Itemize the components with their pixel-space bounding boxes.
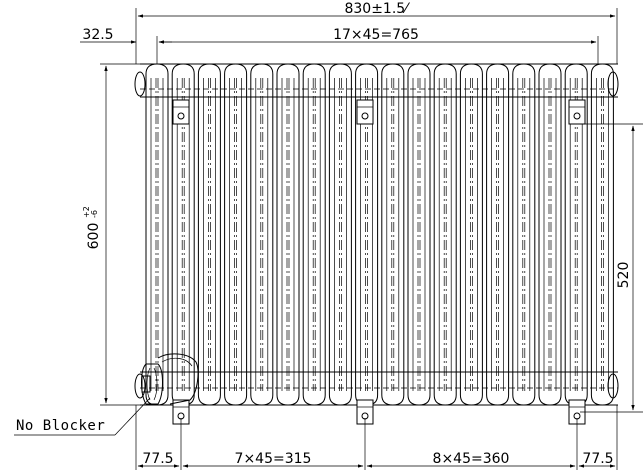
- wall-bracket: [568, 399, 586, 425]
- radiator-column: [145, 63, 169, 406]
- radiator-column: [328, 63, 352, 406]
- bottom-left-edge-label: 77.5: [142, 451, 173, 467]
- height-tol-upper: +2: [82, 206, 91, 218]
- no-blocker-valve: [141, 353, 199, 405]
- height-tol-lower: -6: [90, 210, 99, 218]
- radiator-column: [276, 63, 300, 406]
- dimension-left-offset: 32.5: [80, 27, 172, 64]
- radiator-column: [459, 63, 483, 406]
- dimension-bottom-chain: 77.5 7×45=315 8×45=360 77.5: [135, 405, 618, 470]
- radiator-column: [538, 63, 562, 406]
- end-cap: [607, 71, 619, 97]
- bottom-right-edge-label: 77.5: [582, 451, 613, 467]
- radiator-body: [134, 63, 619, 406]
- radiator-column: [224, 63, 248, 406]
- bottom-segment-2-label: 8×45=360: [433, 451, 510, 467]
- bottom-segment-1-label: 7×45=315: [235, 451, 312, 467]
- height-left-label: 600: [86, 223, 102, 250]
- radiator-column: [512, 63, 536, 406]
- radiator-column: [381, 63, 405, 406]
- radiator-column: [197, 63, 221, 406]
- no-blocker-label: No Blocker: [16, 418, 105, 434]
- radiator-column: [250, 63, 274, 406]
- pitch-total-label: 17×45=765: [333, 27, 419, 43]
- dimension-height-left: 600 +2 -6: [82, 63, 140, 406]
- dimension-overall-width: 830±1.5⁄: [135, 1, 618, 64]
- radiator-column: [486, 63, 510, 406]
- wall-bracket: [568, 99, 586, 125]
- wall-bracket: [172, 99, 190, 125]
- radiator-column: [590, 63, 614, 406]
- radiator-column: [302, 63, 326, 406]
- overall-width-label: 830±1.5⁄: [344, 1, 410, 17]
- end-cap: [134, 373, 146, 399]
- end-cap: [607, 373, 619, 399]
- height-right-label: 520: [616, 262, 632, 289]
- dimension-pitch-total: 17×45=765: [158, 27, 599, 64]
- radiator-column: [407, 63, 431, 406]
- wall-bracket: [356, 99, 374, 125]
- radiator-column: [433, 63, 457, 406]
- left-offset-label: 32.5: [82, 27, 113, 43]
- mounting-brackets: [172, 99, 586, 425]
- end-cap: [134, 71, 146, 97]
- dimension-height-right: 520: [580, 123, 643, 413]
- top-header-lines: [140, 63, 618, 406]
- no-blocker-callout: No Blocker: [14, 397, 151, 436]
